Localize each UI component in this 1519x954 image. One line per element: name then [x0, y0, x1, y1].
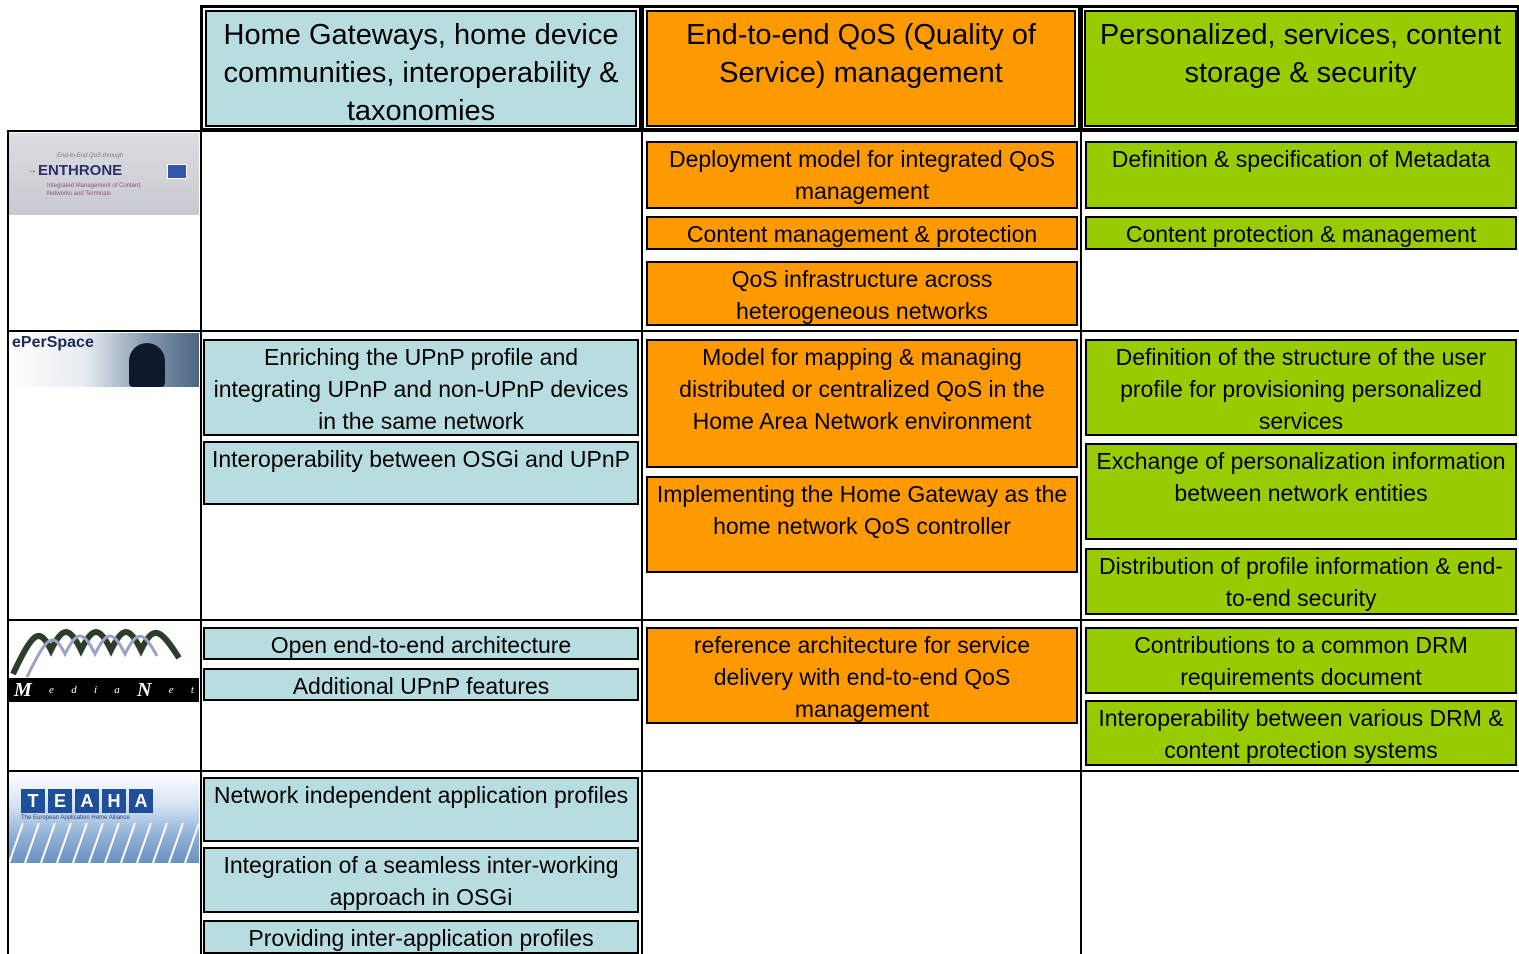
teaha-gateway-item: Network independent application profiles	[203, 777, 639, 842]
grid-line	[7, 330, 1519, 332]
medianet-gateway-item: Open end-to-end architecture	[203, 627, 639, 660]
teaha-letter-box: H	[102, 789, 126, 813]
eperspace-gateway-item: Interoperability between OSGi and UPnP	[203, 441, 639, 505]
medianet-letter: d	[71, 684, 77, 696]
enthrone-qos-item: Content management & protection	[646, 216, 1078, 250]
medianet-gateway-item: Additional UPnP features	[203, 668, 639, 701]
teaha-logo: T E A H A The European Application Home …	[9, 773, 199, 863]
enthrone-tagline: End-to-End QoS through	[57, 153, 124, 159]
grid-line	[641, 5, 643, 954]
eperspace-personalized-item: Definition of the structure of the user …	[1085, 339, 1517, 436]
enthrone-subtitle: Networks and Terminals	[47, 191, 111, 197]
eperspace-personalized-item: Distribution of profile information & en…	[1085, 548, 1517, 615]
eperspace-personalized-item: Exchange of personalization information …	[1085, 443, 1517, 540]
grid-line	[7, 130, 9, 954]
grid-line	[7, 770, 1519, 772]
eperspace-name: ePerSpace	[12, 334, 94, 351]
grid-line	[1080, 5, 1082, 954]
grid-line	[200, 5, 202, 954]
medianet-qos-item: reference architecture for service deliv…	[646, 627, 1078, 724]
medianet-logo: M e d i a N e t	[9, 622, 199, 702]
enthrone-logo: End-to-End QoS through → ENTHRONE Integr…	[9, 133, 199, 215]
enthrone-subtitle: Integrated Management of Content,	[47, 183, 142, 189]
eperspace-qos-item: Model for mapping & managing distributed…	[646, 339, 1078, 468]
teaha-subtitle: The European Application Home Alliance	[21, 815, 130, 821]
medianet-letter: e	[49, 684, 54, 696]
teaha-gateway-item: Providing inter-application profiles	[203, 920, 639, 954]
enthrone-qos-item: Deployment model for integrated QoS mana…	[646, 141, 1078, 209]
column-header-qos: End-to-end QoS (Quality of Service) mana…	[646, 10, 1076, 127]
enthrone-arrow-icon: →	[27, 165, 37, 176]
medianet-letter: M	[14, 678, 32, 701]
building-lines-icon	[9, 823, 199, 863]
column-header-home-gateways: Home Gateways, home device communities, …	[205, 10, 637, 127]
eperspace-logo: ePerSpace	[9, 333, 199, 387]
medianet-letter: N	[137, 678, 152, 701]
medianet-letter: e	[168, 684, 174, 696]
medianet-letter: i	[93, 684, 97, 696]
teaha-letter-box: A	[75, 789, 99, 813]
person-silhouette-icon	[129, 343, 165, 387]
medianet-personalized-item: Interoperability between various DRM & c…	[1085, 700, 1517, 766]
medianet-personalized-item: Contributions to a common DRM requiremen…	[1085, 627, 1517, 694]
medianet-letter: a	[114, 684, 120, 696]
grid-line	[7, 130, 1519, 132]
teaha-letter-box: E	[48, 789, 72, 813]
teaha-letters: T E A H A	[21, 789, 153, 813]
enthrone-qos-item: QoS infrastructure across heterogeneous …	[646, 261, 1078, 326]
medianet-letter: t	[190, 684, 194, 696]
medianet-swirl-icon	[10, 629, 182, 678]
eperspace-qos-item: Implementing the Home Gateway as the hom…	[646, 476, 1078, 573]
teaha-letter-box: T	[21, 789, 45, 813]
grid-line	[7, 619, 1519, 621]
column-header-personalized: Personalized, services, content storage …	[1084, 10, 1517, 127]
teaha-letter-box: A	[129, 789, 153, 813]
enthrone-name: ENTHRONE	[38, 162, 123, 179]
enthrone-personalized-item: Content protection & management	[1085, 216, 1517, 250]
enthrone-flag-icon	[167, 164, 187, 179]
medianet-bar: M e d i a N e t	[9, 678, 199, 702]
enthrone-personalized-item: Definition & specification of Metadata	[1085, 141, 1517, 209]
teaha-gateway-item: Integration of a seamless inter-working …	[203, 847, 639, 913]
eperspace-gateway-item: Enriching the UPnP profile and integrati…	[203, 339, 639, 436]
